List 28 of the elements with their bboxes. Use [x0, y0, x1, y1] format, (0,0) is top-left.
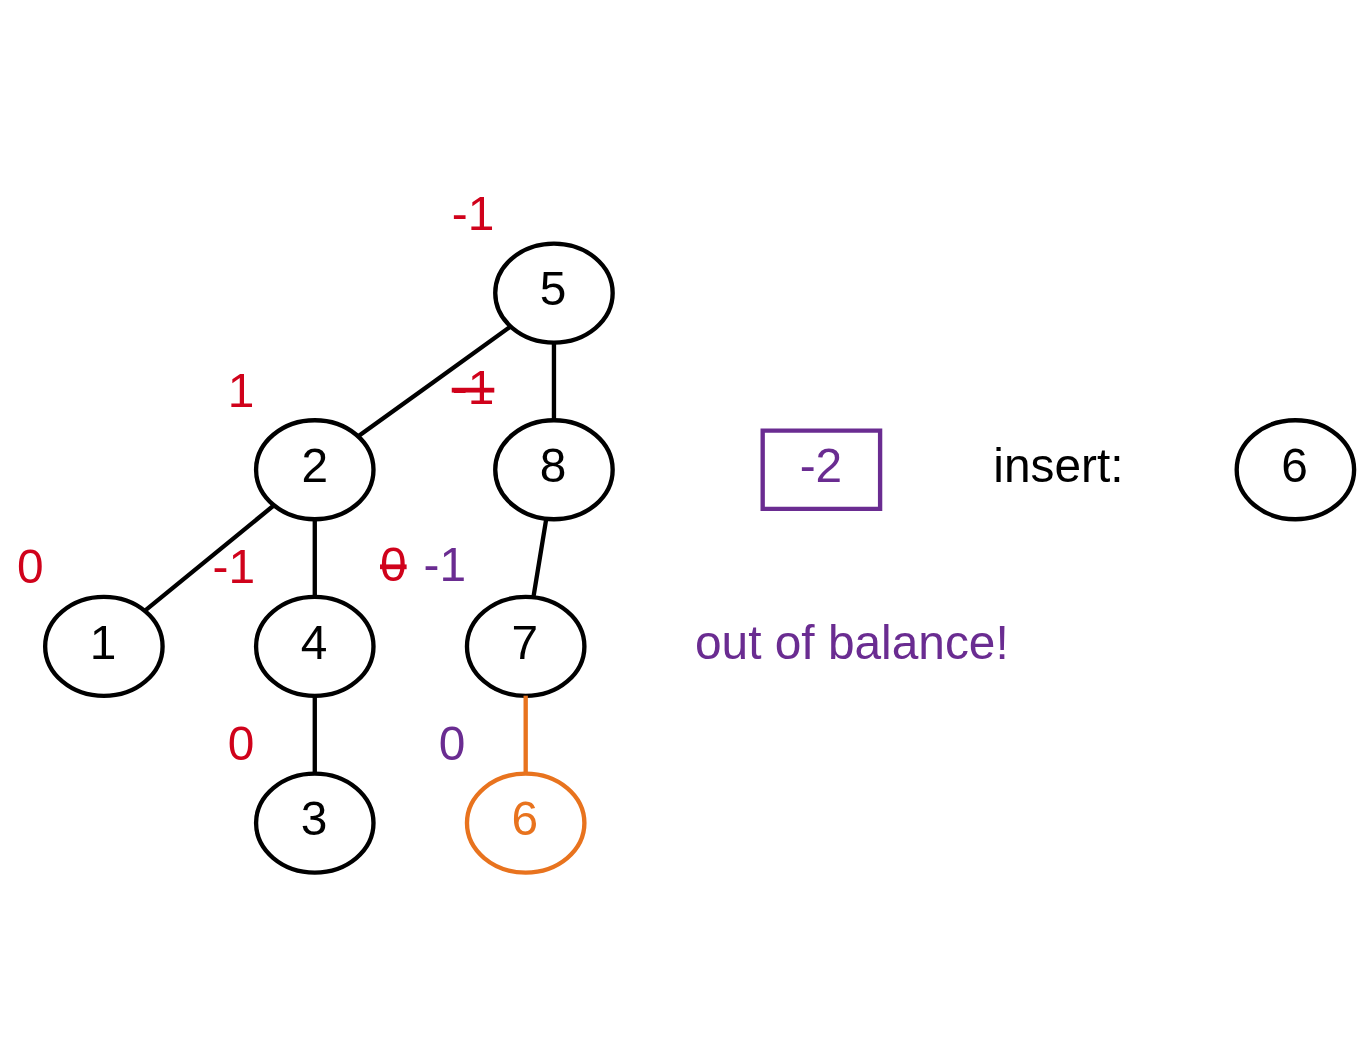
connector — [357, 324, 512, 438]
node-label: -1 — [451, 361, 495, 415]
connector — [143, 504, 275, 613]
connector — [312, 519, 317, 598]
label: insert: — [993, 438, 1124, 492]
node-label: 0 — [16, 540, 44, 594]
node-ellipse: 7 — [464, 594, 587, 699]
node-ellipse: 5 — [493, 241, 615, 345]
node-ellipse: 6 — [464, 771, 587, 875]
node-ellipse: 3 — [253, 771, 376, 875]
node-ellipse: 6 — [1234, 418, 1357, 522]
node-label: -1 — [212, 540, 256, 594]
connector — [551, 342, 557, 421]
node-label: -1 — [451, 186, 495, 240]
node-label: -1 — [423, 538, 467, 592]
node-label: 0 — [380, 538, 407, 592]
label: out of balance! — [694, 615, 1009, 669]
node-label: 1 — [227, 363, 255, 417]
node-ellipse: 4 — [253, 594, 376, 699]
connector — [531, 518, 549, 598]
node-box: -2 — [760, 428, 883, 512]
node-label: 0 — [438, 717, 466, 770]
node-label: 0 — [227, 717, 255, 770]
connector — [312, 695, 317, 774]
node-ellipse: 1 — [43, 594, 165, 699]
node-ellipse: 2 — [253, 418, 376, 522]
node-ellipse: 8 — [493, 418, 615, 522]
connector — [523, 695, 528, 774]
